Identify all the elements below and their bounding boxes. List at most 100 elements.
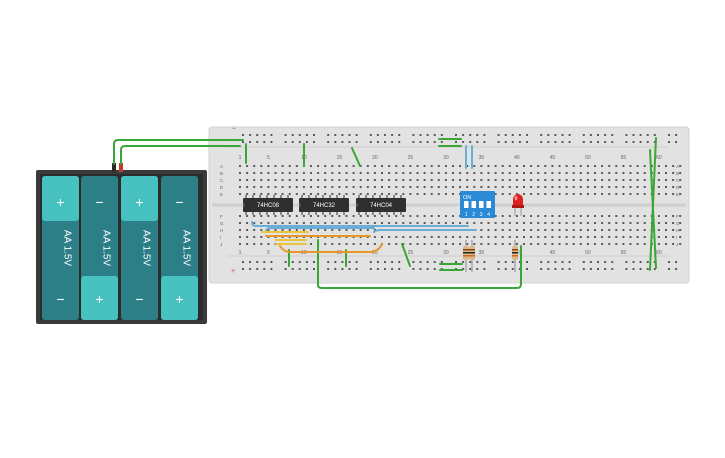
column-number-bottom: 35 xyxy=(479,250,485,256)
row-letter: C xyxy=(676,178,680,183)
row-letter: F xyxy=(220,214,223,219)
wire-blue-long-3[interactable] xyxy=(373,229,477,233)
resistor-1[interactable] xyxy=(463,240,469,272)
battery-cell[interactable]: + − AA 1.5V xyxy=(42,176,79,320)
column-number-top: 1 xyxy=(239,155,242,161)
red-led[interactable] xyxy=(512,194,524,216)
row-letter: J xyxy=(676,242,678,247)
column-number-top: 35 xyxy=(479,155,485,161)
column-number-top: 55 xyxy=(621,155,627,161)
column-number-bottom: 30 xyxy=(443,250,449,256)
ic-chip-label: 74HC32 xyxy=(313,203,336,209)
battery-bottom-symbol: + xyxy=(175,291,183,307)
dip-switch-number: 2 xyxy=(472,212,475,218)
ic-chip-label: 74HC08 xyxy=(257,203,280,209)
row-letter: A xyxy=(676,164,679,169)
ic-chip[interactable]: 74HC32 xyxy=(299,195,349,215)
row-letter: G xyxy=(220,221,224,226)
column-number-bottom: 20 xyxy=(372,250,378,256)
battery-label: AA 1.5V xyxy=(181,230,192,266)
column-number-top: 40 xyxy=(514,155,520,161)
battery-bottom-symbol: − xyxy=(135,291,143,307)
dip-switch-body xyxy=(460,191,495,218)
battery-cell[interactable]: − + AA 1.5V xyxy=(81,176,118,320)
ic-chips[interactable]: 74HC08 74HC32 74HC04 xyxy=(243,195,406,215)
dip-switch-on-label: ON xyxy=(463,195,471,201)
dip-switch-number: 3 xyxy=(480,212,483,218)
wire-battery-negative[interactable] xyxy=(113,139,244,165)
column-number-top: 60 xyxy=(656,155,662,161)
battery-cell[interactable]: + − AA 1.5V xyxy=(121,176,158,320)
row-letter: H xyxy=(220,228,223,233)
led-dome xyxy=(513,194,523,205)
ic-chip-label: 74HC04 xyxy=(370,203,393,209)
dip-switch-key[interactable] xyxy=(471,201,477,208)
row-letter: H xyxy=(676,228,679,233)
column-number-bottom: 45 xyxy=(550,250,556,256)
battery-top-symbol: + xyxy=(56,194,64,210)
row-letter: J xyxy=(220,242,222,247)
battery-top-symbol: − xyxy=(95,194,103,210)
battery-label: AA 1.5V xyxy=(141,230,152,266)
column-number-top: 15 xyxy=(337,155,343,161)
led-base xyxy=(512,205,524,208)
wire-battery-positive[interactable] xyxy=(120,145,241,165)
dip-switch-key[interactable] xyxy=(486,201,492,208)
battery-pack[interactable]: + − AA 1.5V − + AA 1.5V + − AA 1.5V − + AA 1.5V xyxy=(36,163,207,324)
row-letter: I xyxy=(220,235,221,240)
battery-label: AA 1.5V xyxy=(101,230,112,266)
row-letter: D xyxy=(676,185,680,190)
column-number-bottom: 25 xyxy=(408,250,414,256)
bottom-rail-plus-label: + xyxy=(231,268,235,275)
ic-chip[interactable]: 74HC04 xyxy=(356,195,406,215)
battery-bottom-symbol: − xyxy=(56,291,64,307)
dip-switch-number: 4 xyxy=(487,212,490,218)
dip-switch-number: 1 xyxy=(465,212,468,218)
top-rail-minus-label: − xyxy=(232,126,236,132)
column-number-bottom: 1 xyxy=(239,250,242,256)
battery-top-symbol: − xyxy=(175,194,183,210)
wires[interactable] xyxy=(113,137,657,289)
battery-cell[interactable]: − + AA 1.5V xyxy=(161,176,198,320)
ic-chip[interactable]: 74HC08 xyxy=(243,195,293,215)
battery-terminal-positive xyxy=(119,163,123,172)
column-number-top: 25 xyxy=(408,155,414,161)
row-letter: B xyxy=(220,171,223,176)
battery-label: AA 1.5V xyxy=(62,230,73,266)
dip-switch-key[interactable] xyxy=(479,201,484,208)
column-number-top: 45 xyxy=(550,155,556,161)
battery-top-symbol: + xyxy=(135,194,143,210)
column-number-top: 20 xyxy=(372,155,378,161)
wire-green-right-2[interactable] xyxy=(649,149,657,269)
resistor-3[interactable] xyxy=(512,240,518,272)
column-number-top: 5 xyxy=(267,155,270,161)
resistor-2[interactable] xyxy=(469,240,475,272)
wire-blue-long-1[interactable] xyxy=(251,221,469,227)
row-letter: F xyxy=(676,214,679,219)
breadboard-holes xyxy=(239,134,682,270)
column-number-top: 50 xyxy=(585,155,591,161)
battery-terminal-negative xyxy=(112,163,116,172)
column-number-bottom: 55 xyxy=(621,250,627,256)
column-number-bottom: 5 xyxy=(267,250,270,256)
wire-green-bottom-3[interactable] xyxy=(401,243,411,267)
column-number-top: 30 xyxy=(443,155,449,161)
wire-green-loop[interactable] xyxy=(317,239,522,289)
row-letter: G xyxy=(676,221,680,226)
row-letter: A xyxy=(220,164,223,169)
row-letter: D xyxy=(220,185,224,190)
battery-bottom-symbol: + xyxy=(95,291,103,307)
row-letter: E xyxy=(676,192,679,197)
wire-orange-2[interactable] xyxy=(279,243,383,253)
row-letter: B xyxy=(676,171,679,176)
row-letter: E xyxy=(220,192,223,197)
column-number-bottom: 60 xyxy=(656,250,662,256)
resistors[interactable] xyxy=(463,240,518,272)
breadboard[interactable]: − + 115510101515202025253030353540404545… xyxy=(208,126,690,284)
row-letter: I xyxy=(676,235,677,240)
wire-green-3[interactable] xyxy=(351,147,361,167)
column-number-bottom: 50 xyxy=(585,250,591,256)
dip-switch-key[interactable] xyxy=(464,201,469,208)
